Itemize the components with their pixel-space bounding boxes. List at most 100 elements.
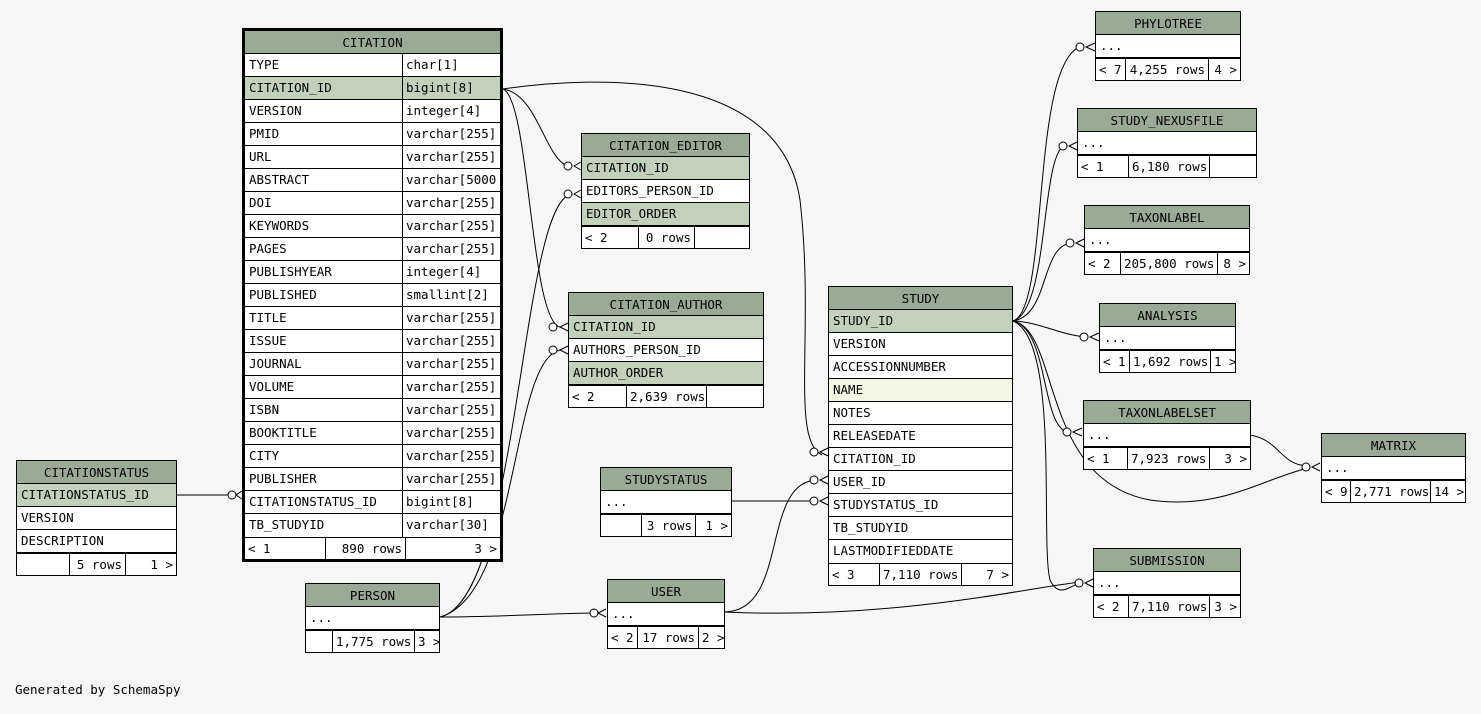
row-count: 2,771 rows [1350, 481, 1430, 502]
column-type: integer[4] [402, 100, 500, 122]
row-count: 4,255 rows [1125, 59, 1208, 80]
children-link[interactable]: 14 > [1430, 481, 1465, 502]
children-link[interactable] [1209, 156, 1256, 177]
parents-link[interactable]: < 1 [1103, 354, 1126, 369]
table-citation-author[interactable]: CITATION_AUTHOR CITATION_ID AUTHORS_PERS… [568, 292, 764, 408]
table-title: STUDY [829, 287, 1012, 310]
children-link[interactable]: 2 > [698, 627, 724, 648]
table-taxonlabelset[interactable]: TAXONLABELSET ... < 1 7,923 rows 3 > [1083, 400, 1251, 470]
column-name: BOOKTITLE [249, 425, 317, 440]
column-row: ... [1085, 229, 1249, 252]
children-link[interactable]: 1 > [125, 554, 176, 575]
table-title: CITATION_EDITOR [582, 134, 749, 157]
column-name: TB_STUDYID [249, 517, 325, 532]
table-analysis[interactable]: ANALYSIS ... < 1 1,692 rows 1 > [1099, 303, 1236, 373]
column-name: ... [612, 606, 635, 621]
column-name: TITLE [249, 310, 287, 325]
table-submission[interactable]: SUBMISSION ... < 2 7,110 rows 3 > [1093, 548, 1241, 618]
column-type: varchar[255] [402, 215, 500, 237]
column-name: CITATION_ID [245, 77, 402, 99]
children-link[interactable] [706, 386, 763, 407]
children-link[interactable]: 8 > [1217, 253, 1249, 274]
parents-link[interactable]: < 2 [611, 630, 634, 645]
column-name: USER_ID [833, 474, 886, 489]
column-row: VERSION [829, 333, 1012, 356]
parents-link[interactable]: < 3 [832, 567, 855, 582]
column-row: ... [601, 491, 731, 514]
column-type: varchar[255] [402, 445, 500, 467]
column-name: PUBLISHED [249, 287, 317, 302]
column-name: CITY [249, 448, 280, 463]
row-count: 7,923 rows [1127, 448, 1209, 469]
parents-link[interactable]: < 1 [1087, 451, 1110, 466]
column-row: AUTHOR_ORDER [569, 362, 763, 385]
children-link[interactable]: 3 > [1209, 596, 1240, 617]
children-link[interactable]: 3 > [414, 631, 439, 652]
parents-link[interactable] [17, 554, 69, 575]
table-title: CITATION [245, 31, 500, 54]
children-link[interactable]: 3 > [1209, 448, 1250, 469]
parents-link[interactable]: < 2 [1097, 599, 1120, 614]
parents-link[interactable] [601, 515, 641, 536]
table-user[interactable]: USER ... < 2 17 rows 2 > [607, 579, 725, 649]
parents-link[interactable]: < 9 [1325, 484, 1348, 499]
children-link[interactable] [694, 227, 749, 248]
table-taxonlabel[interactable]: TAXONLABEL ... < 2 205,800 rows 8 > [1084, 205, 1250, 275]
parents-link[interactable]: < 2 [585, 230, 608, 245]
children-link[interactable]: 3 > [405, 538, 500, 559]
column-type: varchar[255] [402, 399, 500, 421]
parents-link[interactable]: < 2 [572, 389, 595, 404]
column-type: varchar[255] [402, 192, 500, 214]
column-row: ... [306, 607, 439, 630]
parents-link[interactable]: < 1 [1081, 159, 1104, 174]
column-name: CITATION_ID [833, 451, 916, 466]
column-row: CITATION_ID [582, 157, 749, 180]
column-row: NAME [829, 379, 1012, 402]
parents-link[interactable]: < 7 [1099, 62, 1122, 77]
column-name: PMID [249, 126, 280, 141]
table-citationstatus[interactable]: CITATIONSTATUS CITATIONSTATUS_ID VERSION… [16, 460, 177, 576]
parents-link[interactable]: < 1 [248, 541, 271, 556]
table-citation-editor[interactable]: CITATION_EDITOR CITATION_ID EDITORS_PERS… [581, 133, 750, 249]
column-type: varchar[255] [402, 238, 500, 260]
row-count: 7,110 rows [879, 564, 961, 585]
column-name: RELEASEDATE [833, 428, 916, 443]
table-matrix[interactable]: MATRIX ... < 9 2,771 rows 14 > [1321, 433, 1466, 503]
column-name: AUTHOR_ORDER [569, 362, 763, 384]
column-row: CITATION_ID [829, 448, 1012, 471]
table-title: SUBMISSION [1094, 549, 1240, 572]
column-row: CITY varchar[255] [245, 445, 500, 468]
children-link[interactable]: 4 > [1208, 59, 1240, 80]
column-name: TYPE [249, 57, 280, 72]
children-link[interactable]: 1 > [695, 515, 731, 536]
table-studystatus[interactable]: STUDYSTATUS ... 3 rows 1 > [600, 467, 732, 537]
table-study-nexusfile[interactable]: STUDY_NEXUSFILE ... < 1 6,180 rows [1077, 108, 1257, 178]
table-footer: < 3 7,110 rows 7 > [829, 563, 1012, 585]
parents-link[interactable] [306, 631, 332, 652]
column-row: ACCESSIONNUMBER [829, 356, 1012, 379]
column-row: NOTES [829, 402, 1012, 425]
column-row: LASTMODIFIEDDATE [829, 540, 1012, 563]
parents-link[interactable]: < 2 [1088, 256, 1111, 271]
children-link[interactable]: 7 > [961, 564, 1012, 585]
column-name: STUDYSTATUS_ID [833, 497, 939, 512]
table-title: CITATIONSTATUS [17, 461, 176, 484]
table-phylotree[interactable]: PHYLOTREE ... < 7 4,255 rows 4 > [1095, 11, 1241, 81]
column-name: VERSION [21, 510, 74, 525]
column-row: ... [1078, 132, 1256, 155]
table-person[interactable]: PERSON ... 1,775 rows 3 > [305, 583, 440, 653]
column-name: JOURNAL [249, 356, 302, 371]
table-footer: < 1 1,692 rows 1 > [1100, 350, 1235, 372]
children-link[interactable]: 1 > [1210, 351, 1235, 372]
table-footer: < 7 4,255 rows 4 > [1096, 58, 1240, 80]
row-count: 7,110 rows [1128, 596, 1209, 617]
column-row: USER_ID [829, 471, 1012, 494]
